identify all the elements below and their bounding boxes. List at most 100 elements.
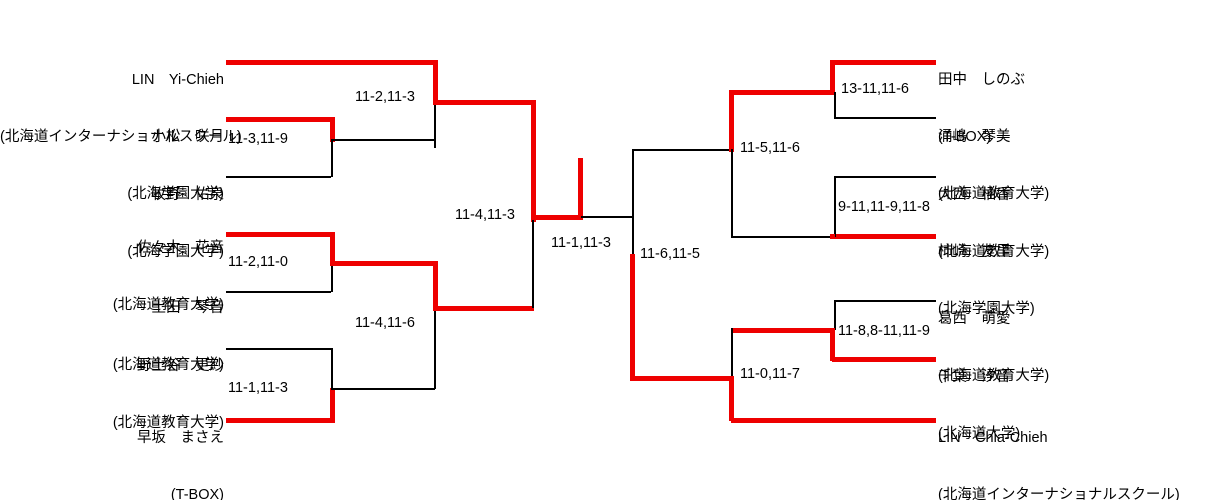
line-kasai-loss [834,300,936,302]
line-right-semifinal-to-final [632,149,733,151]
line-lin-yi-chieh-win [226,60,435,65]
line-onishi-loss [834,176,936,178]
score-left-r2-bottom: 11-4,11-6 [355,315,415,331]
player-name: 大西 柚香 [938,187,1011,203]
connector-final-upper [632,149,634,256]
line-semifinal-left-to-final [581,216,633,218]
line-sasaki-win [226,232,335,237]
player-club: (北海学園大学) [127,186,224,202]
player-club: (北海道インターナショナルスクール) [0,129,242,145]
connector-r1b-upper [330,117,335,142]
player-label-tsuchida: 土田 琴音 (北海道教育大学) [0,261,224,413]
score-right-r1-kakizaki: 9-11,11-9,11-8 [838,199,930,215]
player-name: LIN Chia-Chieh [938,430,1048,446]
line-r3left-winner-feed [531,215,583,220]
line-r1b-winner-feed [331,139,435,141]
connector-r1right-b-upper [834,176,836,237]
line-nodoya-loss [226,348,331,350]
player-label-sasaki: 佐々木 花音 (北海道教育大学) [0,201,224,353]
connector-r1c-lower [331,263,333,292]
player-name: 早坂 まさえ [137,430,224,446]
connector-r1d-upper [331,348,333,390]
score-left-r1-hayasaka: 11-1,11-3 [228,380,288,396]
player-label-kasai: 葛西 萌愛 (北海道教育大学) [938,272,1049,424]
player-club: (北海道教育大学) [112,357,224,373]
connector-r3left-upper [531,100,536,222]
line-r2top-winner-feed [433,100,534,105]
score-right-r1-chiba: 11-8,8-11,11-9 [838,323,930,339]
score-right-r2-bottom: 11-0,11-7 [740,366,800,382]
line-kakizaki-win [832,234,936,239]
connector-final-lower [630,254,635,381]
player-club: (北海学園大学) [938,301,1035,317]
player-club: (北海学園大学) [127,244,224,260]
player-name: 涌嶋 琴美 [938,129,1011,145]
score-right-r1-tanaka: 13-11,11-6 [841,81,909,97]
player-label-onishi: 大西 柚香 (北海道教育大学) [938,148,1049,300]
player-club: (北海道教育大学) [938,244,1050,260]
score-semifinal-left: 11-1,11-3 [551,235,611,251]
line-lin-chia-chieh-win [731,418,936,423]
player-name: LIN Yi-Chieh [131,72,224,88]
score-final: 11-6,11-5 [640,246,700,262]
player-name: 葛西 萌愛 [938,311,1011,327]
player-label-lin-chia-chieh: LIN Chia-Chieh (北海道インターナショナルスクール) [938,391,1180,500]
player-label-makino: 牧野 佑泉 (北海学園大学) [0,148,224,300]
score-left-r2-top: 11-2,11-3 [355,89,415,105]
player-label-wakushima: 涌嶋 琴美 (北海道教育大学) [938,90,1049,242]
player-club: (北海道教育大学) [938,186,1050,202]
connector-r1d-lower [330,388,335,423]
connector-r2right-bot-lower [729,376,734,421]
connector-r2right-top-lower [731,149,733,238]
connector-r2bot-upper [433,261,438,311]
marker-semifinal-left-winner [578,158,583,217]
player-club: (T-BOX) [938,129,992,145]
connector-r1right-a-upper [830,60,835,95]
line-chiba-win [832,357,936,362]
player-club: (北海道教育大学) [938,368,1050,384]
player-name: 田中 しのぶ [938,72,1025,88]
player-club: (北海道大学) [938,426,1021,442]
connector-r2bot-lower [434,307,436,389]
line-tanaka-win [832,60,936,65]
score-left-r1-komatsu: 11-3,11-9 [228,131,288,147]
player-label-hayasaka: 早坂 まさえ (T-BOX) [0,391,224,500]
player-label-kakizaki: 柿崎 友里 (北海学園大学) [938,205,1035,357]
score-left-r1-sasaki: 11-2,11-0 [228,254,288,270]
score-left-r3: 11-4,11-3 [455,207,515,223]
score-right-r2-top: 11-5,11-6 [740,140,800,156]
line-wakushima-loss [834,117,936,119]
line-champion-feed [630,376,734,381]
line-hayasaka-win [226,418,335,423]
line-kakizaki-branch-feed [731,236,834,238]
player-club: (T-BOX) [170,487,224,500]
player-label-komatsu: 小松 咲月 (北海学園大学) [0,90,224,242]
connector-r1b-lower [331,140,333,177]
line-makino-loss [226,176,331,178]
line-r2bot-winner-feed [433,306,534,311]
line-r1d-winner-feed [331,388,435,390]
player-name: 土田 琴音 [151,300,225,316]
connector-r3left-lower [532,217,534,308]
connector-r1right-a-lower [834,92,836,118]
player-label-lin-yi-chieh: LIN Yi-Chieh (北海道インターナショナルスクール) [0,33,242,185]
connector-r1right-c-upper [834,300,836,330]
line-chiba-branch-feed [731,328,834,333]
player-label-tanaka: 田中 しのぶ (T-BOX) [938,33,1025,185]
connector-r1c-upper [330,232,335,265]
player-label-chiba: 千葉 汐音 (北海道大学) [938,330,1020,482]
player-name: 佐々木 花音 [137,240,224,256]
line-r2right-top-winner [729,90,834,95]
player-club: (北海道教育大学) [112,415,224,431]
connector-r1right-c-lower [830,328,835,361]
connector-r2right-bot-upper [731,328,733,380]
line-tsuchida-loss [226,291,331,293]
player-name: 柿崎 友里 [938,244,1011,260]
player-club: (北海道インターナショナルスクール) [938,487,1180,500]
player-label-nodoya: 野土谷 更紗 (北海道教育大学) [0,319,224,471]
line-komatsu-win [226,117,335,122]
line-r1c-winner-feed [330,261,435,266]
connector-r2top [433,60,438,104]
player-name: 野土谷 更紗 [137,358,224,374]
